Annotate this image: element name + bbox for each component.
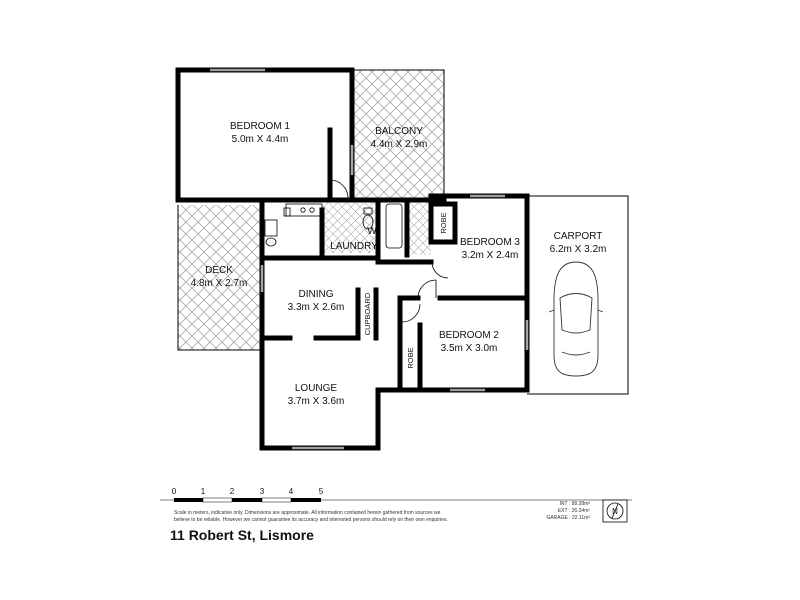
fixtures — [264, 203, 403, 249]
deck-size: 4.8m X 2.7m — [191, 278, 248, 289]
bedroom2-name: BEDROOM 2 — [439, 330, 499, 341]
balcony-name: BALCONY — [375, 126, 423, 137]
balcony-size: 4.4m X 2.9m — [371, 139, 428, 150]
disclaimer-line2: believe to be reliable. However we canno… — [174, 517, 448, 523]
carport-outline — [527, 195, 629, 395]
scale-tick-2: 2 — [230, 487, 235, 496]
scale-tick-5: 5 — [319, 487, 324, 496]
scale-tick-4: 4 — [289, 487, 294, 496]
compass-icon: N — [602, 499, 628, 523]
lounge-name: LOUNGE — [295, 383, 338, 394]
address: 11 Robert St, Lismore — [170, 527, 314, 543]
scale-tick-3: 3 — [260, 487, 265, 496]
dining-name: DINING — [299, 289, 334, 300]
scale-tick-0: 0 — [172, 487, 177, 496]
bedroom1-name: BEDROOM 1 — [230, 121, 290, 132]
compass-label: N — [612, 507, 618, 516]
windows — [210, 68, 529, 450]
dining-size: 3.3m X 2.6m — [288, 302, 345, 313]
robe-bed2-label: ROBE — [406, 347, 415, 368]
area-int: INT : 98.28m² — [560, 501, 591, 507]
bedroom3-size: 3.2m X 2.4m — [462, 250, 519, 261]
robe-bed3-label: ROBE — [439, 212, 448, 233]
carport-size: 6.2m X 3.2m — [550, 244, 607, 255]
w-mark: W — [367, 226, 377, 237]
doors — [329, 179, 449, 323]
area-ext: EXT : 26.34m² — [558, 508, 590, 514]
lounge-size: 3.7m X 3.6m — [288, 396, 345, 407]
bedroom2-size: 3.5m X 3.0m — [441, 343, 498, 354]
bedroom1-size: 5.0m X 4.4m — [232, 134, 289, 145]
outdoor-outlines — [177, 69, 445, 351]
area-garage: GARAGE : 22.11m² — [546, 515, 590, 521]
scale-tick-1: 1 — [201, 487, 206, 496]
disclaimer-line1: Scale in meters, indicative only. Dimens… — [174, 510, 441, 516]
car-icon — [548, 261, 604, 377]
bedroom3-name: BEDROOM 3 — [460, 237, 520, 248]
deck-name: DECK — [205, 265, 233, 276]
laundry-floor — [322, 203, 378, 253]
balcony-area — [352, 70, 444, 200]
carport-name: CARPORT — [554, 231, 603, 242]
scale-bar: 0 1 2 3 4 5 — [160, 487, 632, 503]
laundry-name: LAUNDRY — [330, 241, 378, 252]
deck-area — [178, 205, 260, 350]
cupboard-label: CUPBOARD — [363, 292, 372, 335]
bath-floor — [407, 200, 431, 255]
